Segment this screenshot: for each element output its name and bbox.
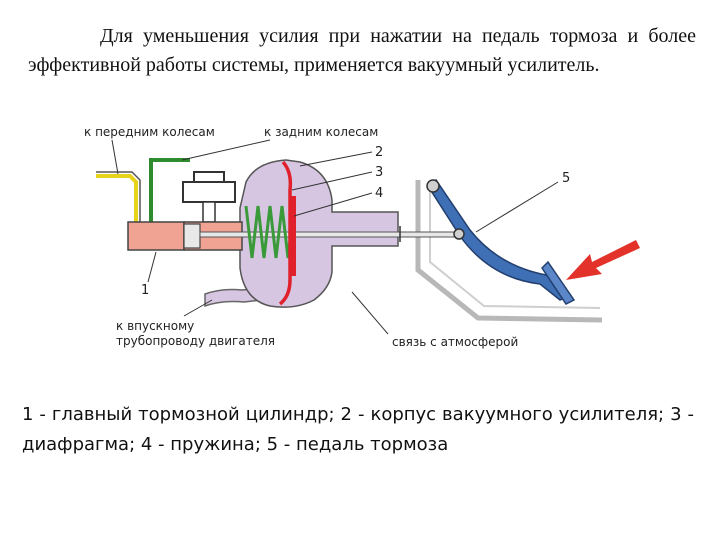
caption: 1 - главный тормозной цилиндр; 2 - корпу… (22, 404, 694, 455)
rod-clevis (453, 228, 465, 240)
leader-4 (293, 192, 373, 217)
rear-wheels-line (149, 158, 190, 222)
label-atmosphere: связь с атмосферой (392, 335, 518, 349)
reservoir-neck (202, 201, 216, 223)
pedal-bracket (415, 180, 603, 323)
label-5: 5 (562, 171, 570, 186)
label-intake-line2: трубопроводу двигателя (116, 334, 275, 348)
label-rear-wheels: к задним колесам (264, 125, 378, 139)
label-4: 4 (375, 186, 383, 201)
leader-rear (181, 139, 271, 161)
pedal-pad (541, 260, 576, 305)
pedal-pivot (426, 179, 440, 193)
force-arrow (566, 240, 640, 280)
brake-pedal (426, 178, 572, 301)
leader-intake (183, 299, 213, 317)
cylinder-piston (183, 223, 201, 249)
leader-atmosphere (351, 291, 389, 335)
label-1: 1 (141, 283, 149, 298)
label-2: 2 (375, 145, 383, 160)
master-cylinder (127, 221, 185, 251)
intro-text: Для уменьшения усилия при нажатии на пед… (28, 25, 696, 76)
front-wheels-line (96, 174, 138, 222)
pedal-bracket-inner (429, 186, 601, 309)
fluid-reservoir (182, 181, 236, 203)
push-rod (199, 231, 459, 238)
diaphragm-plate (289, 196, 296, 276)
leader-front (111, 139, 119, 175)
label-intake-line1: к впускному (116, 319, 194, 333)
reservoir-cap (193, 171, 225, 182)
front-wheels-line-edge (96, 171, 141, 222)
leader-3 (291, 171, 373, 191)
label-3: 3 (375, 165, 383, 180)
label-intake: к впускному трубопроводу двигателя (116, 319, 275, 348)
leader-1 (147, 251, 157, 283)
intro-paragraph: Для уменьшения усилия при нажатии на пед… (28, 22, 696, 80)
leader-5 (475, 181, 559, 233)
return-spring (244, 205, 296, 259)
vacuum-booster-diagram: к передним колесам к задним колесам 2 3 … (84, 125, 640, 349)
leader-2 (299, 151, 373, 167)
label-front-wheels: к передним колесам (84, 125, 215, 139)
